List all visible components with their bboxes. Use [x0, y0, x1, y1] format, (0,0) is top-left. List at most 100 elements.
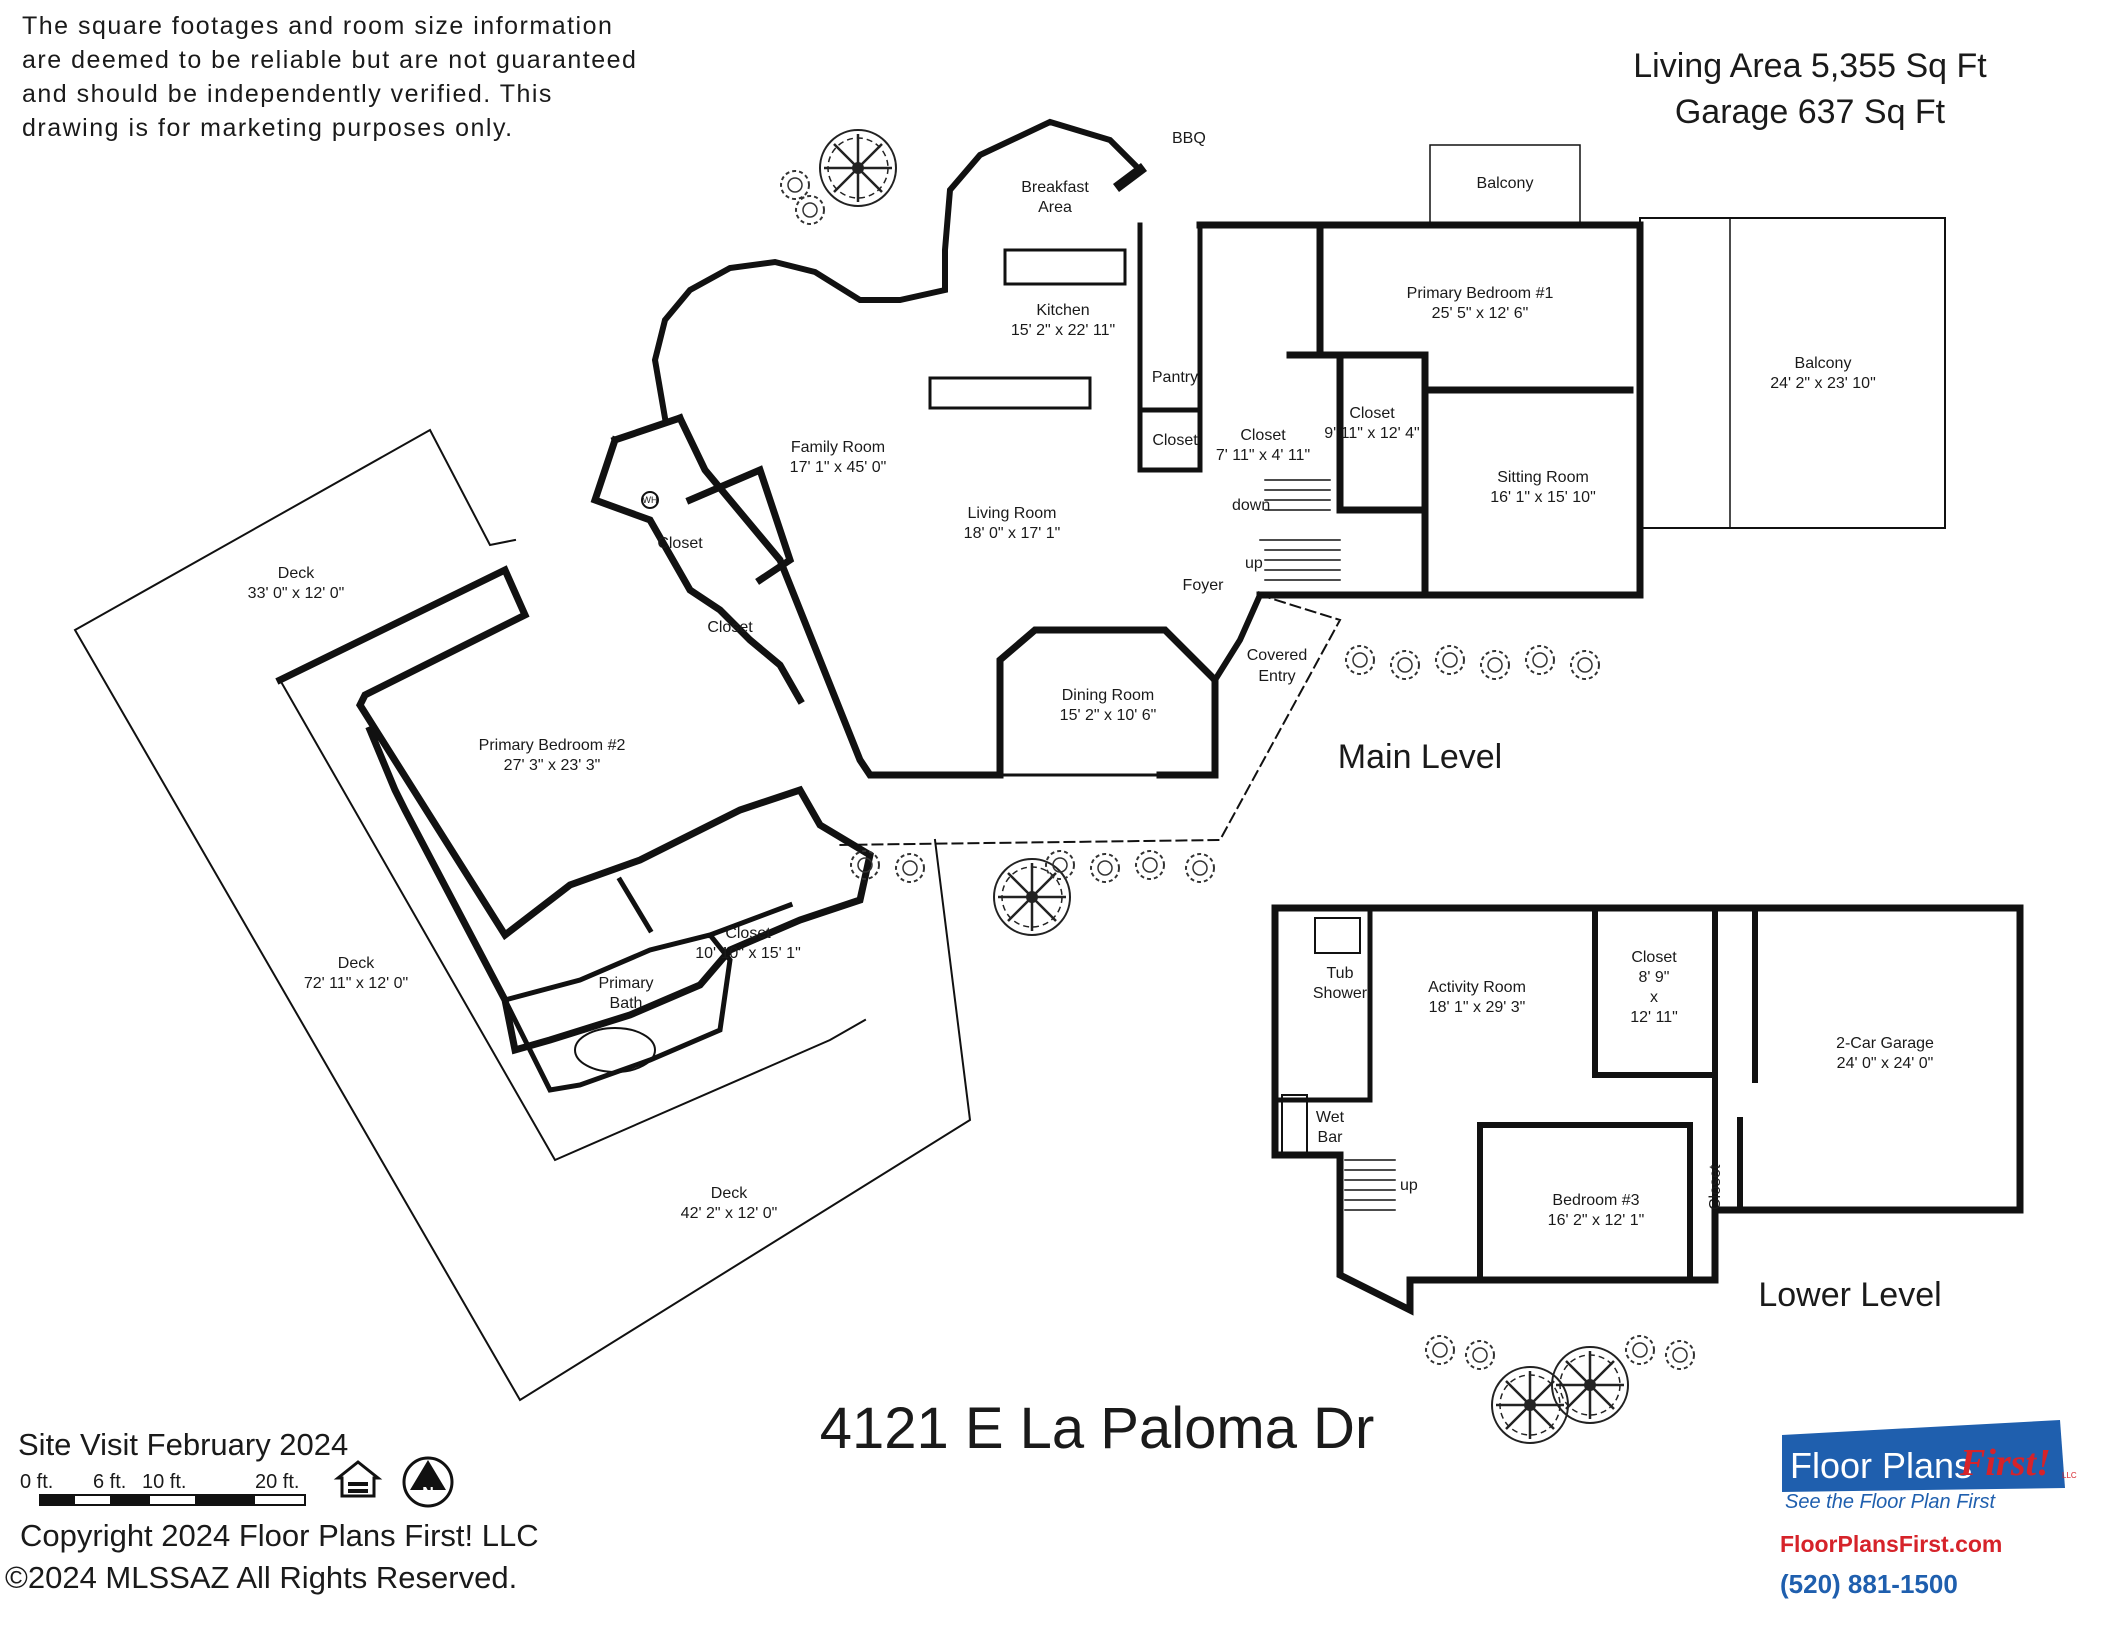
stair-down: [1259, 479, 1341, 581]
stair-up: [1344, 1159, 1396, 1211]
brand-name: Floor Plans: [1790, 1445, 1972, 1486]
brand-first: First!: [1959, 1442, 2051, 1484]
disclaimer: The square footages and room size inform…: [22, 12, 637, 142]
balcony-label: Balcony: [1795, 355, 1852, 372]
living-room-label: Living Room: [968, 505, 1057, 522]
foyer-walls: [1210, 591, 1264, 685]
kitchen-counter-top: [1003, 248, 1127, 286]
closet-f-label: Closet: [725, 925, 771, 942]
balcony-top-outline: [1429, 144, 1581, 226]
address-title: 4121 E La Paloma Dr: [820, 1396, 1375, 1461]
floor-plans-first-logo: Floor Plans First! LLC See the Floor Pla…: [1782, 1420, 2077, 1513]
primary-bedroom-2-label: Primary Bedroom #2: [479, 737, 626, 754]
disclaimer-line-3: and should be independently verified. Th…: [22, 80, 553, 108]
bbq-label: BBQ: [1172, 130, 1206, 147]
equal-housing-icon: [333, 1460, 383, 1498]
shrub-icon: [1425, 1335, 1455, 1365]
lower-stairs-up-label: up: [1400, 1177, 1418, 1194]
water-heater-label: WH: [643, 495, 658, 505]
shrub-icon: [1045, 850, 1075, 880]
closet-a-label: Closet: [1152, 432, 1198, 449]
activity-room-label: Activity Room: [1428, 979, 1526, 996]
dining-room-label: Dining Room: [1062, 687, 1154, 704]
covered-entry: [833, 593, 1342, 847]
tub-shower-label: Tub: [1327, 965, 1354, 982]
family-room-arc-wall: [651, 118, 1145, 422]
deck-1-dim: 33' 0" x 12' 0": [248, 585, 345, 602]
scale-bar: 0 ft. 6 ft. 10 ft. 20 ft.: [20, 1471, 306, 1506]
deck-1-label: Deck: [278, 565, 315, 582]
brand-tagline: See the Floor Plan First: [1785, 1491, 1997, 1513]
wet-bar-counter: [1281, 1094, 1308, 1156]
tub-shower-walls: [1272, 905, 1373, 1103]
shrub-icon: [1665, 1340, 1695, 1370]
wing-closets-walls: [590, 413, 805, 705]
lower-outer-walls: [1271, 904, 2024, 1316]
covered-entry-label-2: Entry: [1258, 668, 1295, 685]
kitchen-label: Kitchen: [1036, 302, 1089, 319]
water-heater-icon: [641, 491, 659, 509]
primary-bath-label-2: Bath: [610, 995, 643, 1012]
shrub-icon: [1525, 645, 1555, 675]
family-room-label: Family Room: [791, 439, 885, 456]
shrub-icon: [780, 170, 810, 200]
closet-h-label: Closet: [1707, 1164, 1724, 1210]
tree-icon: [1550, 1345, 1630, 1425]
shrub-icon: [1185, 853, 1215, 883]
landscaping: [780, 128, 1695, 1445]
shrub-icon: [1090, 853, 1120, 883]
shrub-icon: [1570, 650, 1600, 680]
sitting-room-dim: 16' 1" x 15' 10": [1490, 489, 1596, 506]
primary-bedroom-2-walls: [275, 565, 874, 1055]
closet-g-dim-3: 12' 11": [1630, 1009, 1678, 1026]
shrub-icon: [895, 853, 925, 883]
shrub-icon: [1480, 650, 1510, 680]
dining-room-dim: 15' 2" x 10' 6": [1060, 707, 1157, 724]
shrub-icon: [795, 195, 825, 225]
shrub-icon: [1625, 1335, 1655, 1365]
closet-c-dim: 9' 11" x 12' 4": [1324, 425, 1419, 442]
shrub-icon: [1390, 650, 1420, 680]
bedroom3-walls: [1477, 1122, 1693, 1283]
wet-bar-label-2: Bar: [1318, 1129, 1344, 1146]
breakfast-wall: [1113, 163, 1147, 192]
scale-10-label: 10 ft.: [142, 1471, 186, 1493]
disclaimer-line-4: drawing is for marketing purposes only.: [22, 114, 514, 142]
main-level-title: Main Level: [1338, 738, 1502, 776]
deck-2-dim: 72' 11" x 12' 0": [304, 975, 408, 992]
primary-bedroom-1-label: Primary Bedroom #1: [1407, 285, 1554, 302]
closet-c-label: Closet: [1349, 405, 1395, 422]
closet-g-dim-1: 8' 9": [1639, 969, 1670, 986]
main-level-walls: [73, 118, 1946, 1402]
svg-text:N: N: [422, 1485, 434, 1502]
foyer-label: Foyer: [1183, 577, 1225, 594]
activity-room-dim: 18' 1" x 29' 3": [1429, 999, 1526, 1016]
tree-icon: [818, 128, 898, 208]
disclaimer-line-2: are deemed to be reliable but are not gu…: [22, 46, 637, 74]
bedroom-3-dim: 16' 2" x 12' 1": [1548, 1212, 1645, 1229]
scale-0-label: 0 ft.: [20, 1471, 53, 1493]
closet-f-dim: 10' 10" x 15' 1": [695, 945, 801, 962]
primary-bath-label: Primary: [598, 975, 653, 992]
brand-phone: (520) 881-1500: [1780, 1569, 1958, 1599]
scale-6-label: 6 ft.: [93, 1471, 126, 1493]
deck-3-dim: 42' 2" x 12' 0": [681, 1205, 778, 1222]
stairs-down-label: down: [1232, 497, 1270, 514]
bathtub-icon: [574, 1027, 656, 1073]
shrub-icon: [1435, 645, 1465, 675]
family-room-dim: 17' 1" x 45' 0": [790, 459, 887, 476]
sitting-room-label: Sitting Room: [1497, 469, 1589, 486]
living-room-dim: 18' 0" x 17' 1": [964, 525, 1061, 542]
north-arrow-icon: N: [402, 1456, 454, 1508]
closet-b-label: Closet: [1240, 427, 1286, 444]
shrub-icon: [1345, 645, 1375, 675]
primary-bedroom-1-dim: 25' 5" x 12' 6": [1432, 305, 1529, 322]
scale-20-label: 20 ft.: [255, 1471, 299, 1493]
breakfast-label-2: Area: [1038, 199, 1072, 216]
balcony-dim: 24' 2" x 23' 10": [1770, 375, 1876, 392]
kitchen-island: [928, 376, 1092, 410]
living-area-summary: Living Area 5,355 Sq Ft: [1633, 47, 1987, 85]
brand-llc: LLC: [2062, 1471, 2077, 1480]
closet-g-dim-2: x: [1650, 989, 1658, 1006]
